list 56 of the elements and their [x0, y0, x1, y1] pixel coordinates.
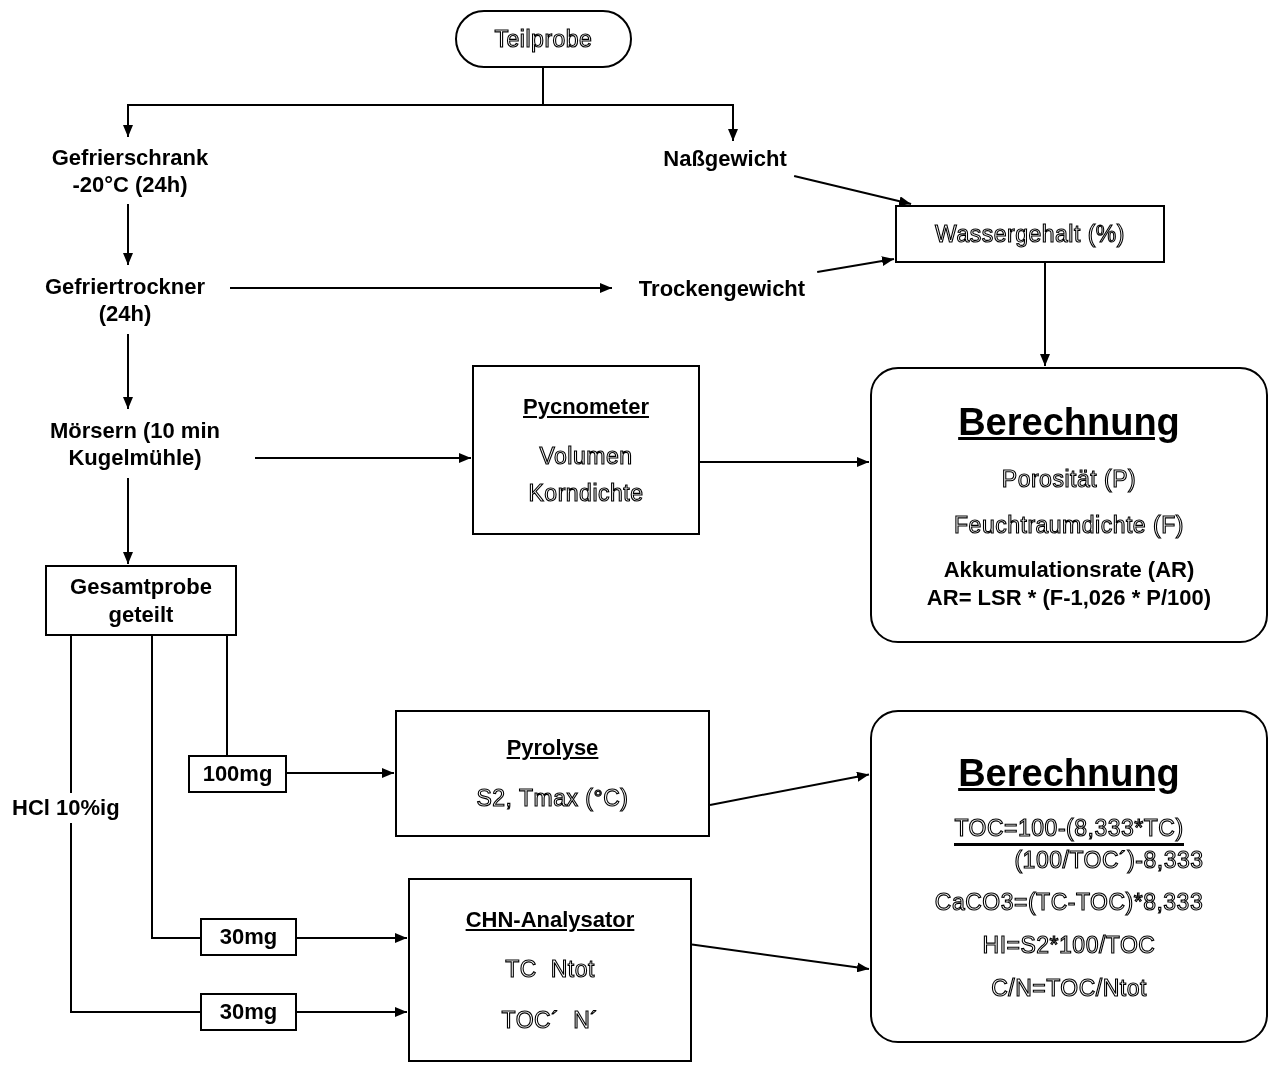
arrow: [296, 1007, 408, 1017]
step-label: 100mg: [202, 760, 273, 788]
result-box: Berechnung TOC=100-(8,333*TC) (100/TOC´)-8,333 CaCO3=(TC-TOC)*8,333 HI=S2*100/TOC C/N=TOC/Ntot: [870, 710, 1268, 1043]
arrow: [699, 457, 870, 467]
process-box: [472, 365, 700, 535]
step-label: 30mg: [219, 923, 278, 951]
process-box: [408, 878, 692, 1062]
arrow: [286, 768, 395, 778]
arrow: [123, 333, 133, 410]
result-text: TOC´ N´: [501, 1005, 599, 1035]
arrow: [296, 933, 408, 943]
arrow: [123, 477, 133, 565]
step-label: Gesamtprobe geteilt: [69, 573, 213, 628]
box-heading: Berechnung: [958, 751, 1180, 797]
step-label: Naßgewicht: [663, 145, 787, 173]
step-label: Gefriertrockner (24h): [43, 272, 207, 328]
step-label: Trockengewicht: [638, 275, 806, 303]
box-heading: Berechnung: [958, 400, 1180, 445]
arrow: [691, 943, 870, 973]
step-label: Mörsern (10 min Kugelmühle): [49, 416, 221, 472]
process-box: [45, 565, 237, 636]
arrow: [816, 256, 895, 273]
result-text: TC Ntot: [505, 955, 595, 984]
edge-label: HCl 10%ig: [10, 793, 122, 823]
formula-text: CaCO3=(TC-TOC)*8,333: [934, 888, 1204, 918]
formula-text: C/N=TOC/Ntot: [991, 973, 1147, 1003]
amount-box: [188, 755, 287, 793]
arrow: [254, 453, 472, 463]
box-heading: Pycnometer: [523, 392, 649, 420]
result-text: Porosität (P): [1001, 464, 1137, 494]
process-box: [895, 205, 1165, 263]
start-pill: [455, 10, 632, 68]
formula-text: HI=S2*100/TOC: [982, 931, 1156, 960]
result-text: Wassergehalt (%): [935, 219, 1125, 249]
result-box: [870, 367, 1268, 643]
result-text: S2, Tmax (°C): [476, 783, 629, 813]
step-label: 30mg: [219, 998, 278, 1026]
result-text: Teilprobe: [494, 24, 593, 54]
arrow: [229, 283, 613, 293]
step-label: Gefrierschrank -20°C (24h): [50, 143, 210, 199]
process-box: [395, 710, 710, 837]
result-text: Korndichte: [528, 478, 644, 508]
box-heading: Pyrolyse: [506, 734, 599, 762]
arrow: [542, 67, 738, 142]
formula-text: (100/TOC´)-8,333: [1014, 845, 1204, 875]
arrow: [123, 203, 133, 266]
arrow: [709, 771, 870, 806]
step-label: AR= LSR * (F-1,026 * P/100): [926, 583, 1212, 611]
arrow: [1040, 262, 1050, 367]
result-text: Volumen: [539, 442, 633, 471]
box-heading: CHN-Analysator: [465, 905, 635, 933]
step-label: Akkumulationsrate (AR): [943, 556, 1195, 584]
result-text: Feuchtraumdichte (F): [954, 511, 1184, 540]
amount-box: [200, 918, 297, 956]
arrow: [793, 175, 913, 207]
amount-box: [200, 993, 297, 1031]
